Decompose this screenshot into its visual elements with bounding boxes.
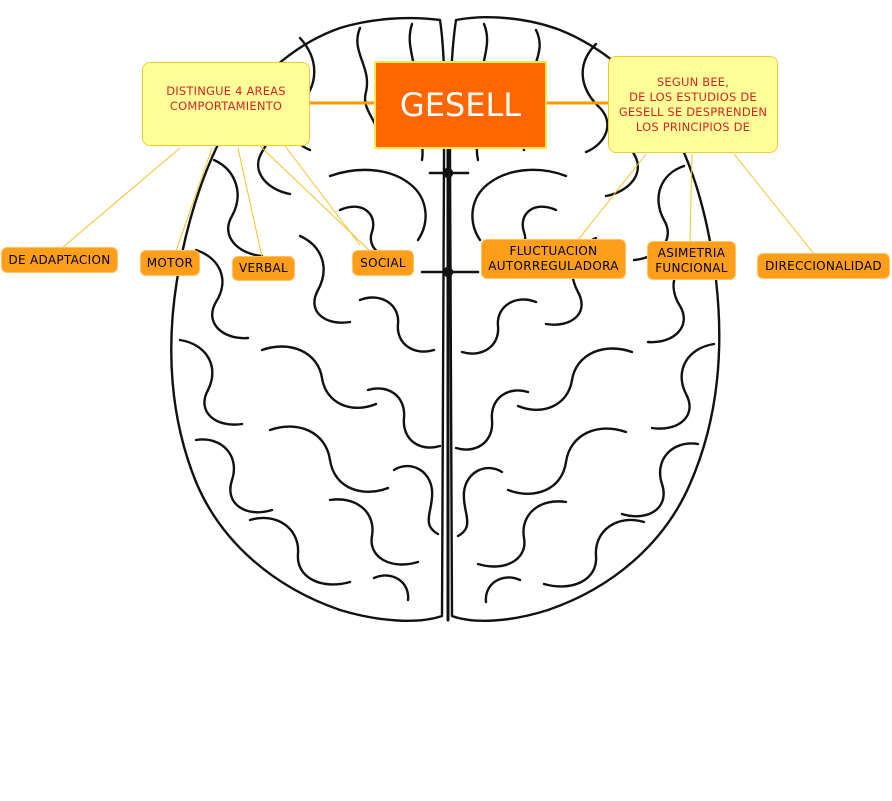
principle-node-direccionalidad: DIRECCIONALIDAD — [757, 253, 890, 279]
area-node-social: SOCIAL — [352, 250, 414, 276]
connector-direccionalidad — [733, 153, 815, 255]
connector-adaptacion — [61, 147, 181, 249]
central-node-gesell: GESELL — [374, 61, 547, 149]
right-note-principles: SEGUN BEE, DE LOS ESTUDIOS DE GESELL SE … — [608, 56, 778, 153]
principle-node-fluctuacion: FLUCTUACION AUTORREGULADORA — [481, 239, 626, 279]
left-note-areas: DISTINGUE 4 AREAS COMPORTAMIENTO — [142, 62, 310, 146]
connector-social-b — [284, 145, 361, 246]
area-node-motor: MOTOR — [140, 250, 200, 276]
connector-verbal — [237, 147, 263, 258]
connector-social-a — [259, 145, 371, 252]
area-node-adaptacion: DE ADAPTACION — [1, 247, 118, 273]
connector-motor — [175, 147, 213, 252]
connector-fluctuacion — [577, 153, 647, 241]
principle-node-asimetria: ASIMETRIA FUNCIONAL — [647, 241, 736, 280]
area-node-verbal: VERBAL — [232, 256, 295, 281]
connector-asimetria — [689, 153, 693, 243]
